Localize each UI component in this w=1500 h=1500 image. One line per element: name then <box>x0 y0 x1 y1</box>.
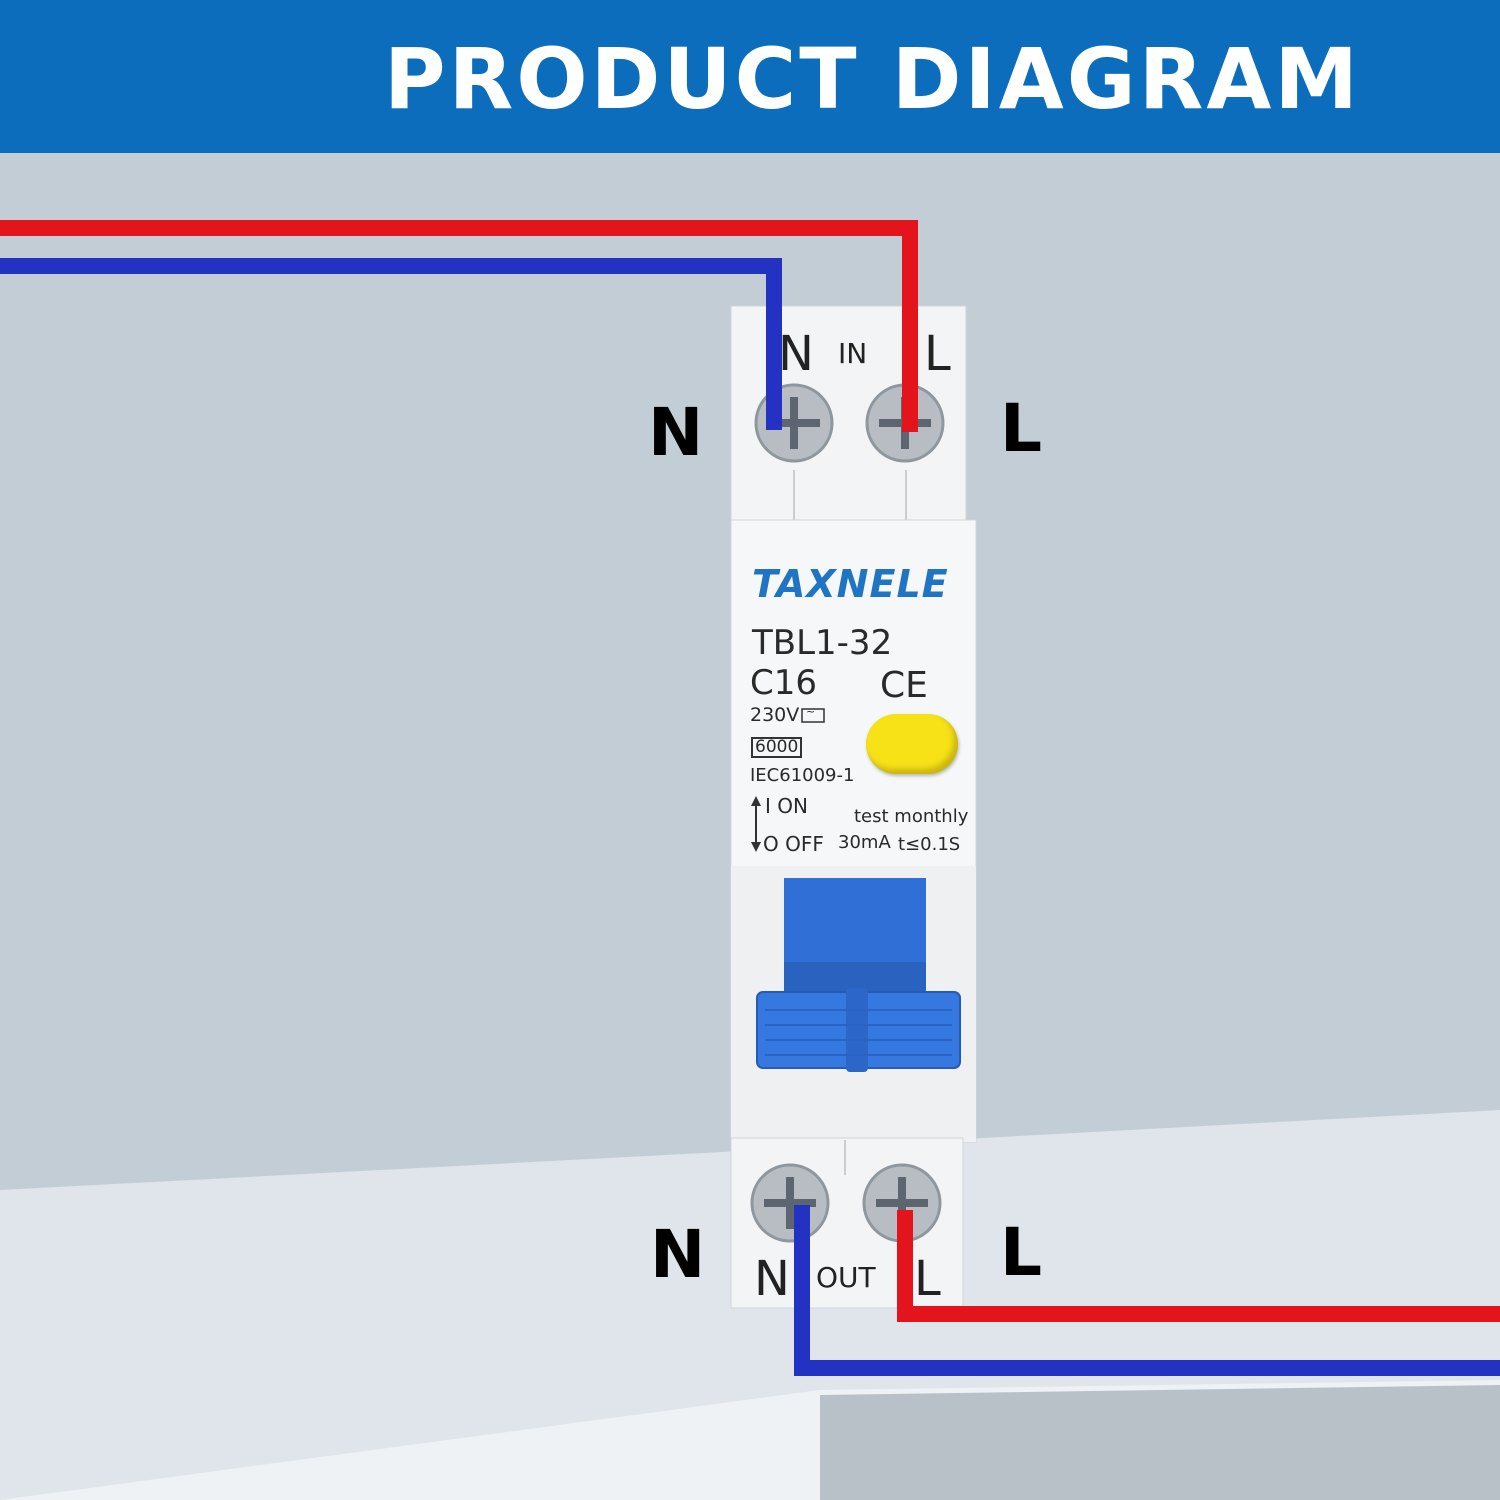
screw-out-neutral <box>750 1163 830 1243</box>
neutral-wire-in <box>0 258 782 430</box>
brand-logo: TAXNELE <box>752 562 949 606</box>
breaking-capacity: 6000 <box>751 737 803 758</box>
in-neutral-label: N <box>648 394 704 471</box>
header-banner: PRODUCT DIAGRAM <box>0 0 1500 153</box>
ac-symbol-text: ~ <box>806 705 816 718</box>
live-wire-in <box>0 220 918 432</box>
ac-symbol-icon <box>801 708 825 723</box>
table-edge-shadow <box>820 1385 1500 1500</box>
standard-text: IEC61009-1 <box>750 765 855 786</box>
page-title: PRODUCT DIAGRAM <box>384 30 1361 128</box>
on-label: I ON <box>765 794 808 818</box>
out-live-label: L <box>1000 1214 1043 1291</box>
off-label: O OFF <box>763 832 824 856</box>
model-number: TBL1-32 <box>752 623 893 663</box>
voltage-text: 230V <box>750 704 800 726</box>
toggle-lever <box>756 878 961 1072</box>
test-monthly-text: test monthly <box>854 806 969 827</box>
current-rating: C16 <box>750 663 818 703</box>
terminal-in-n: N <box>778 326 814 382</box>
out-neutral-label: N <box>650 1216 706 1293</box>
on-off-arrow-icon <box>751 796 761 852</box>
live-wire-out <box>897 1210 1500 1322</box>
terminal-out-l: L <box>914 1251 941 1307</box>
residual-current: 30mA <box>838 832 891 853</box>
trip-time: t≤0.1S <box>898 834 961 855</box>
terminal-out-text: OUT <box>816 1261 876 1294</box>
ce-mark-icon: CE <box>880 665 928 706</box>
terminal-in-text: IN <box>838 337 868 370</box>
terminal-in-l: L <box>924 326 951 382</box>
neutral-wire-out <box>794 1205 1500 1376</box>
test-button[interactable] <box>866 714 958 774</box>
terminal-out-n: N <box>754 1251 790 1307</box>
in-live-label: L <box>1000 390 1043 467</box>
